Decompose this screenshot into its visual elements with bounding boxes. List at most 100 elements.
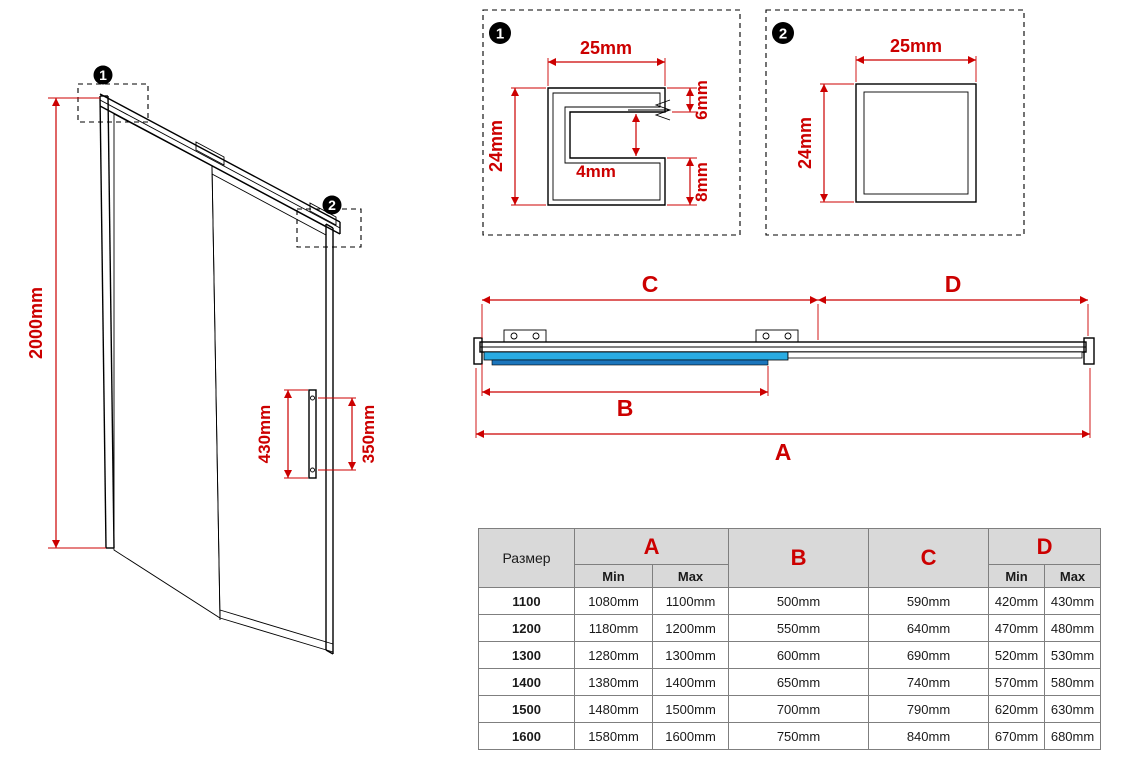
roller-carriage-left [195,141,225,166]
col-header-d-max: Max [1044,564,1102,588]
table-row: 1200 1180mm 1200mm 550mm 640mm 470mm 480… [478,614,1102,642]
col-header-a: A [573,528,730,565]
dim-handle-length-label: 430mm [255,405,274,464]
dim-profile1-height: 24mm [486,87,546,206]
callout-2-number: 2 [328,197,336,213]
gasket-seal [628,99,672,121]
cell-c: 640mm [868,614,990,642]
cell-c: 740mm [868,668,990,696]
table-row: 1100 1080mm 1100mm 500mm 590mm 420mm 430… [478,587,1102,615]
detail-2-badge [772,22,794,44]
cell-d-max: 480mm [1044,614,1102,642]
col-header-b: B [728,528,870,588]
detail-1-box [482,9,741,236]
dim-door-height-label: 2000mm [26,287,46,359]
cell-b: 500mm [728,587,870,615]
table-row: 1400 1380mm 1400mm 650mm 740mm 570mm 580… [478,668,1102,696]
detail-2-box [765,9,1025,236]
col-header-a-min: Min [574,564,653,588]
callout-1-badge [93,65,113,85]
dim-profile2-height-label: 24mm [795,117,815,169]
dim-profile1-slot: 4mm [576,114,640,181]
cell-a-min: 1280mm [574,641,653,669]
dim-b: B [481,364,769,421]
detail-2-square-profile: 2 25mm 24mm [765,9,1025,236]
dim-d-label: D [945,271,962,297]
detail-2-number: 2 [779,26,787,43]
dim-b-label: B [617,395,634,421]
cell-b: 650mm [728,668,870,696]
dim-profile1-top-arm-label: 6mm [692,80,711,120]
dim-handle-length: 430mm [255,389,308,479]
cell-d-max: 430mm [1044,587,1102,615]
dim-d: D [818,271,1089,336]
cell-b: 600mm [728,641,870,669]
fixed-glass-strip [787,351,1083,359]
cell-d-min: 520mm [988,641,1046,669]
dim-c-label: C [642,271,659,297]
table-row: 1500 1480mm 1500mm 700mm 790mm 620mm 630… [478,695,1102,723]
col-header-size: Размер [478,528,575,588]
callout-2: 2 [296,195,362,248]
dim-handle-holes: 350mm [318,397,378,471]
dim-profile2-width-label: 25mm [890,36,942,56]
cell-size: 1100 [478,587,575,615]
cell-a-max: 1600mm [651,722,730,750]
detail-1-badge [489,22,511,44]
door-perspective-view: 1 2 2000mm 430mm 350mm [26,65,378,655]
cell-size: 1200 [478,614,575,642]
sliding-glass-blue-lower [491,359,769,366]
dim-profile2-height: 24mm [795,83,854,203]
cell-c: 590mm [868,587,990,615]
fixed-glass-panel [113,113,221,619]
cell-a-max: 1200mm [651,614,730,642]
callout-1-number: 1 [99,67,107,83]
dim-a-label: A [775,439,792,465]
col-header-d: D [988,528,1102,565]
square-profile-section [855,83,977,203]
cell-a-min: 1480mm [574,695,653,723]
cell-b: 550mm [728,614,870,642]
table-row: 1600 1580mm 1600mm 750mm 840mm 670mm 680… [478,722,1102,750]
dim-profile1-width-label: 25mm [580,38,632,58]
col-header-a-max: Max [651,564,730,588]
cell-a-min: 1180mm [574,614,653,642]
door-handle [308,389,317,479]
door-left-wall-profile [99,95,115,549]
dim-handle-holes-label: 350mm [359,405,378,464]
dim-profile1-height-label: 24mm [486,120,506,172]
cell-b: 750mm [728,722,870,750]
cell-size: 1600 [478,722,575,750]
dim-profile1-slot-label: 4mm [576,162,616,181]
dim-c: C [481,271,819,340]
cell-d-min: 620mm [988,695,1046,723]
cell-d-min: 570mm [988,668,1046,696]
callout-1-region [77,83,149,123]
cell-a-min: 1580mm [574,722,653,750]
detail-1-number: 1 [496,26,504,43]
cell-a-min: 1080mm [574,587,653,615]
cell-c: 790mm [868,695,990,723]
dim-profile1-bottom-arm-label: 8mm [692,162,711,202]
cell-d-min: 670mm [988,722,1046,750]
dim-door-height: 2000mm [26,97,106,549]
cell-d-max: 680mm [1044,722,1102,750]
sliding-glass-panel [211,165,334,655]
cell-a-max: 1400mm [651,668,730,696]
cell-a-max: 1100mm [651,587,730,615]
dim-profile1-bottom-arm: 8mm [667,157,711,206]
track-end-cap-right [1083,337,1095,365]
cell-a-max: 1500mm [651,695,730,723]
cell-b: 700mm [728,695,870,723]
cell-a-min: 1380mm [574,668,653,696]
dim-profile1-width: 25mm [547,38,666,86]
cell-d-min: 420mm [988,587,1046,615]
callout-2-badge [322,195,342,215]
door-top-track [99,93,341,235]
cell-d-max: 530mm [1044,641,1102,669]
cell-c: 690mm [868,641,990,669]
cell-size: 1300 [478,641,575,669]
cell-size: 1400 [478,668,575,696]
